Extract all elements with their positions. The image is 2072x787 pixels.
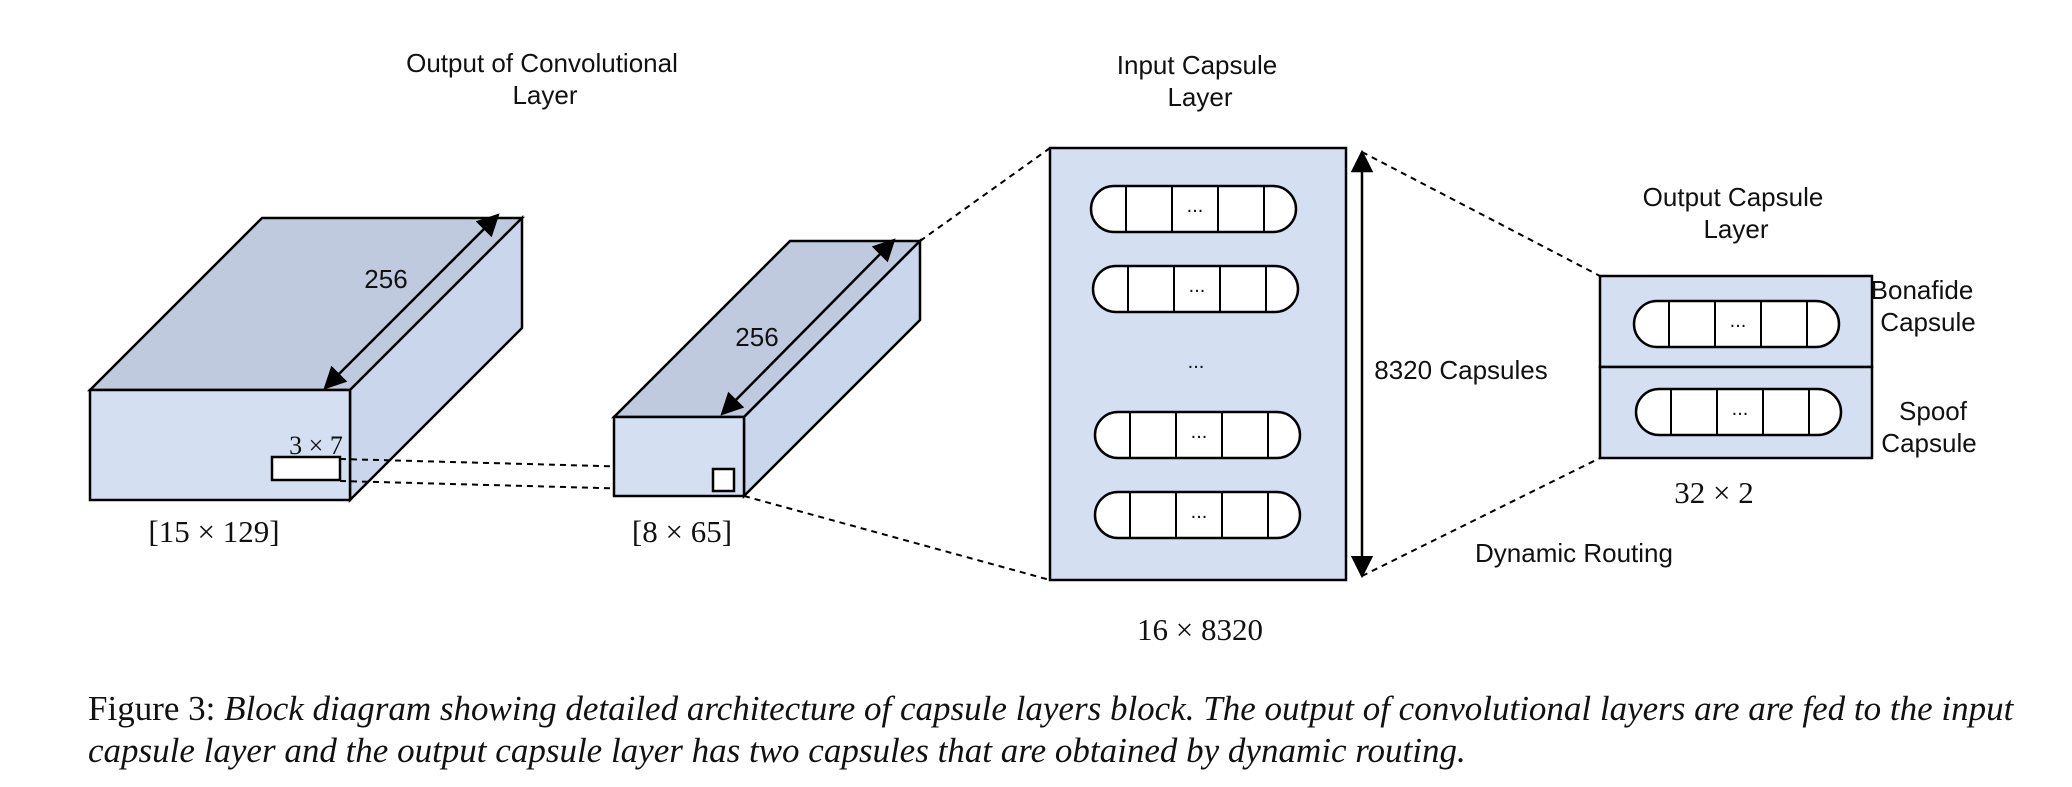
input-capsule-3: ... [1093, 410, 1302, 460]
conv-block-front-face [88, 388, 352, 502]
projection-line-lower [743, 495, 1051, 581]
spoof-capsule: ... [1634, 387, 1843, 437]
conv-output-block [86, 213, 526, 504]
dynamic-routing-label: Dynamic Routing [1475, 538, 1673, 568]
caption-body: Block diagram showing detailed architect… [88, 689, 2014, 770]
spoof-label-line2: Capsule [1881, 428, 1976, 458]
caption-prefix: Figure 3: [88, 689, 216, 728]
reduced-depth-arrow [720, 238, 896, 416]
capsule-ellipsis: ... [1732, 398, 1749, 420]
capsule-ellipsis: ... [1191, 501, 1208, 523]
conv-depth-arrow [323, 213, 500, 390]
input-capsule-2: ... [1091, 264, 1300, 314]
reduced-size-label: [8 × 65] [632, 514, 732, 549]
capsule-ellipsis: ... [1189, 275, 1206, 297]
capsule-ellipsis: ... [1730, 310, 1747, 332]
kernel-window [270, 455, 342, 482]
output-capsule-title-line1: Output Capsule [1643, 182, 1824, 212]
conv-title-line2: Layer [512, 80, 577, 110]
output-cell [711, 467, 736, 493]
input-capsule-title-line1: Input Capsule [1117, 50, 1277, 80]
spoof-label-line1: Spoof [1899, 396, 1968, 426]
capsule-ellipsis: ... [1187, 195, 1204, 217]
routing-line-lower [1361, 457, 1601, 577]
bonafide-capsule: ... [1632, 299, 1841, 349]
input-capsule-size-label: 16 × 8320 [1137, 612, 1263, 647]
conv-depth-label: 256 [364, 264, 407, 294]
input-capsule-1: ... [1089, 184, 1298, 234]
input-capsule-column-ellipsis: ... [1188, 351, 1205, 373]
input-capsule-4: ... [1093, 490, 1302, 540]
reduced-depth-label: 256 [735, 322, 778, 352]
reduced-block [610, 237, 924, 500]
capsule-ellipsis: ... [1191, 421, 1208, 443]
projection-line-upper [919, 147, 1051, 242]
conv-size-label: [15 × 129] [148, 514, 279, 549]
kernel-size-label: 3 × 7 [289, 431, 343, 460]
conv-title-line1: Output of Convolutional [406, 48, 678, 78]
output-capsule-title-line2: Layer [1703, 214, 1768, 244]
bonafide-label-line1: Bonafide [1871, 275, 1974, 305]
input-capsule-title-line2: Layer [1167, 82, 1232, 112]
output-capsule-size-label: 32 × 2 [1674, 475, 1753, 510]
figure-caption: Figure 3: Block diagram showing detailed… [88, 688, 2048, 772]
capsule-count-label: 8320 Capsules [1374, 355, 1547, 385]
routing-line-upper [1361, 151, 1601, 277]
bonafide-label-line2: Capsule [1880, 307, 1975, 337]
